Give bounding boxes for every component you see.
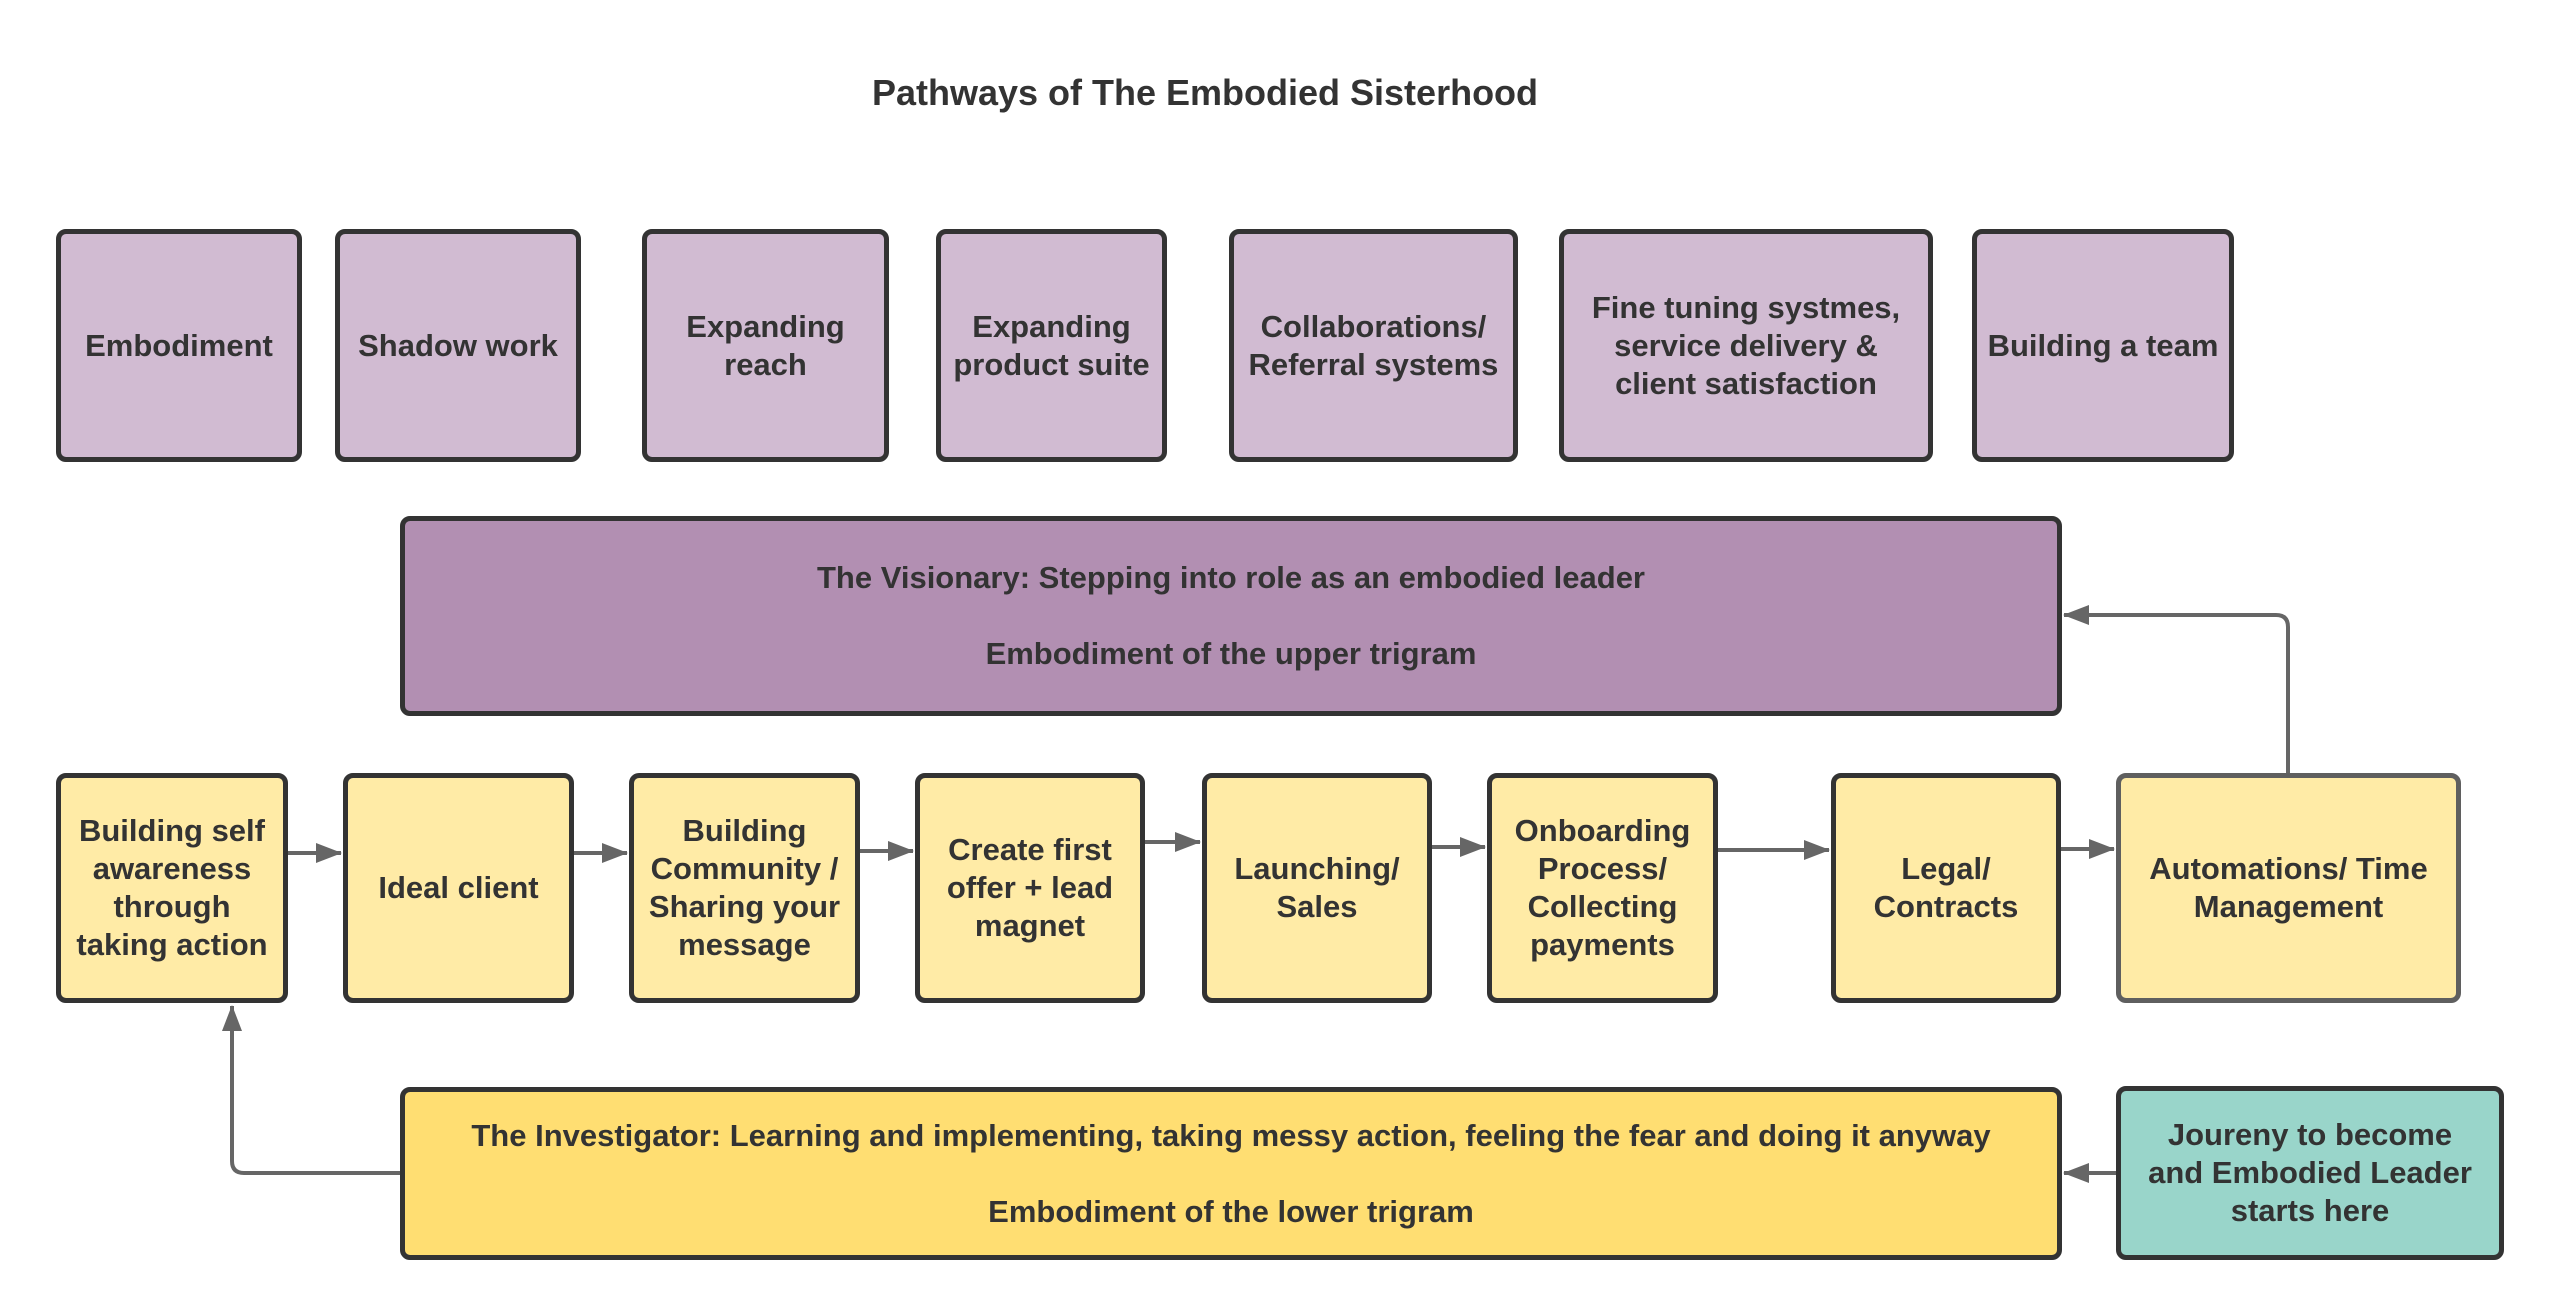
investigator-box[interactable]: The Investigator: Learning and implement… bbox=[400, 1087, 2062, 1260]
pathway-shadow-work[interactable]: Shadow work bbox=[335, 229, 581, 462]
step-building-community[interactable]: Building Community / Sharing your messag… bbox=[629, 773, 860, 1003]
step-ideal-client[interactable]: Ideal client bbox=[343, 773, 574, 1003]
start-box[interactable]: Joureny to become and Embodied Leader st… bbox=[2116, 1086, 2504, 1260]
step-create-first-offer[interactable]: Create first offer + lead magnet bbox=[915, 773, 1145, 1003]
step-legal-contracts[interactable]: Legal/ Contracts bbox=[1831, 773, 2061, 1003]
connector-step-8-to-visionary bbox=[2063, 605, 2290, 773]
connector-investigator-to-step-1 bbox=[222, 1005, 400, 1175]
visionary-title: The Visionary: Stepping into role as an … bbox=[817, 560, 1645, 595]
investigator-title: The Investigator: Learning and implement… bbox=[471, 1117, 1991, 1153]
investigator-subtitle: Embodiment of the lower trigram bbox=[988, 1193, 1474, 1229]
pathway-fine-tuning[interactable]: Fine tuning systmes, service delivery & … bbox=[1559, 229, 1933, 462]
step-building-self-awareness[interactable]: Building self awareness through taking a… bbox=[56, 773, 288, 1003]
pathway-embodiment[interactable]: Embodiment bbox=[56, 229, 302, 462]
visionary-subtitle: Embodiment of the upper trigram bbox=[985, 636, 1477, 671]
diagram-title: Pathways of The Embodied Sisterhood bbox=[871, 72, 1539, 113]
pathway-expanding-reach[interactable]: Expanding reach bbox=[642, 229, 889, 462]
visionary-box[interactable]: The Visionary: Stepping into role as an … bbox=[400, 516, 2062, 716]
step-launching-sales[interactable]: Launching/ Sales bbox=[1202, 773, 1432, 1003]
step-automations[interactable]: Automations/ Time Management bbox=[2116, 773, 2461, 1003]
step-onboarding[interactable]: Onboarding Process/ Collecting payments bbox=[1487, 773, 1718, 1003]
pathway-expanding-product-suite[interactable]: Expanding product suite bbox=[936, 229, 1167, 462]
pathway-collaborations[interactable]: Collaborations/ Referral systems bbox=[1229, 229, 1518, 462]
pathway-building-a-team[interactable]: Building a team bbox=[1972, 229, 2234, 462]
